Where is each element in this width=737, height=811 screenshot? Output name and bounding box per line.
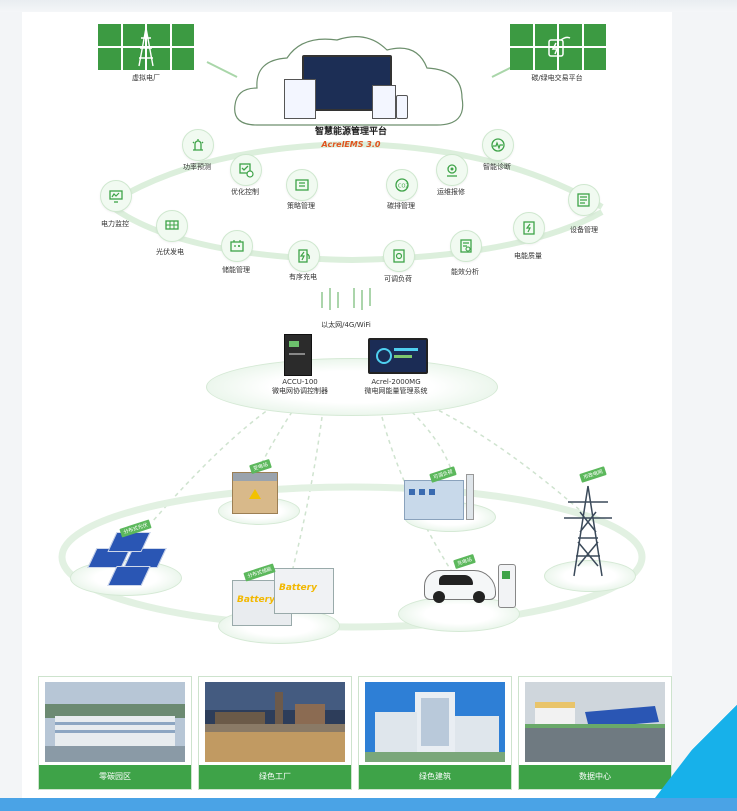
diagram-canvas: 虚拟电厂 碳/绿电交易平台 智慧能源管理平台 AcrelEMS 3.0 功率预测… [22, 12, 672, 798]
pv-label: 光伏发电 [156, 248, 184, 256]
scenario-card-data-center: 数据中心 [518, 676, 672, 790]
power-quality-icon [513, 212, 545, 244]
solar-panels-icon [82, 532, 182, 588]
strategy-mgmt-label: 策略管理 [287, 202, 315, 210]
adjustable-load-icon [383, 240, 415, 272]
storage-mgmt-icon [221, 230, 253, 262]
battery-container-2: Battery [274, 568, 334, 614]
substation-icon [232, 472, 278, 514]
bottom-bar [0, 798, 737, 811]
carbon-mgmt-icon: CO2 [386, 169, 418, 201]
carbon-mgmt-label: 碳排管理 [387, 202, 415, 210]
controller-platform [206, 358, 498, 416]
green-building-photo [365, 682, 505, 762]
accu-name: 微电网协调控制器 [272, 387, 328, 395]
monitor-screenshots [284, 55, 409, 120]
energy-analysis-icon [450, 230, 482, 262]
optimize-control-label: 优化控制 [231, 188, 259, 196]
acrel-model: Acrel-2000MG [371, 378, 421, 386]
ordered-charge-label: 有序充电 [289, 273, 317, 281]
data-center-photo [525, 682, 665, 762]
virtual-power-plant-icon [98, 24, 194, 70]
green-energy-icon [548, 36, 571, 57]
scenario-label: 绿色建筑 [359, 765, 511, 789]
pv-icon [156, 210, 188, 242]
svg-text:CO2: CO2 [398, 184, 409, 190]
platform-title: 智慧能源管理平台 [314, 127, 388, 137]
scenario-card-green-factory: 绿色工厂 [198, 676, 352, 790]
power-monitor-label: 电力监控 [101, 220, 129, 228]
acrel-name: 微电网能量管理系统 [364, 387, 428, 395]
zero-carbon-park-photo [45, 682, 185, 762]
chimney-icon [466, 474, 474, 520]
power-monitor-icon [100, 180, 132, 212]
platform-subtitle: AcrelEMS 3.0 [321, 140, 381, 149]
energy-analysis-label: 能效分析 [451, 268, 479, 276]
ops-repair-label: 运维报修 [437, 188, 465, 196]
virtual-plant-label: 虚拟电厂 [132, 74, 160, 82]
acrel-ems-screen [368, 338, 428, 374]
ev-car-icon [424, 570, 496, 603]
device-mgmt-label: 设备管理 [570, 226, 598, 234]
grid-platform [544, 560, 636, 592]
transmission-tower-icon [564, 485, 612, 577]
optimize-control-icon [230, 154, 262, 186]
power-forecast-icon [182, 129, 214, 161]
network-label: 以太网/4G/WiFi [321, 321, 371, 329]
carbon-trade-label: 碳/绿电交易平台 [531, 74, 583, 82]
factory-icon [404, 480, 464, 520]
ordered-charge-icon [288, 240, 320, 272]
adjustable-load-label: 可调负荷 [384, 275, 412, 283]
power-quality-label: 电能质量 [514, 252, 542, 260]
scenario-label: 数据中心 [519, 765, 671, 789]
scenario-label: 零碳园区 [39, 765, 191, 789]
accu-model: ACCU-100 [282, 378, 318, 386]
scenario-label: 绿色工厂 [199, 765, 351, 789]
strategy-mgmt-icon [286, 169, 318, 201]
green-factory-photo [205, 682, 345, 762]
smart-diagnosis-icon [482, 129, 514, 161]
scenario-card-zero-carbon-park: 零碳园区 [38, 676, 192, 790]
top-bar [0, 0, 737, 12]
pylon-icon [138, 27, 154, 67]
smart-diagnosis-label: 智能诊断 [483, 163, 511, 171]
device-mgmt-icon [568, 184, 600, 216]
accu-controller-device [284, 334, 312, 376]
power-forecast-label: 功率预测 [183, 163, 211, 171]
ops-repair-icon [436, 154, 468, 186]
scenario-card-green-building: 绿色建筑 [358, 676, 512, 790]
charging-pile-icon [498, 564, 516, 608]
storage-mgmt-label: 储能管理 [222, 266, 250, 274]
